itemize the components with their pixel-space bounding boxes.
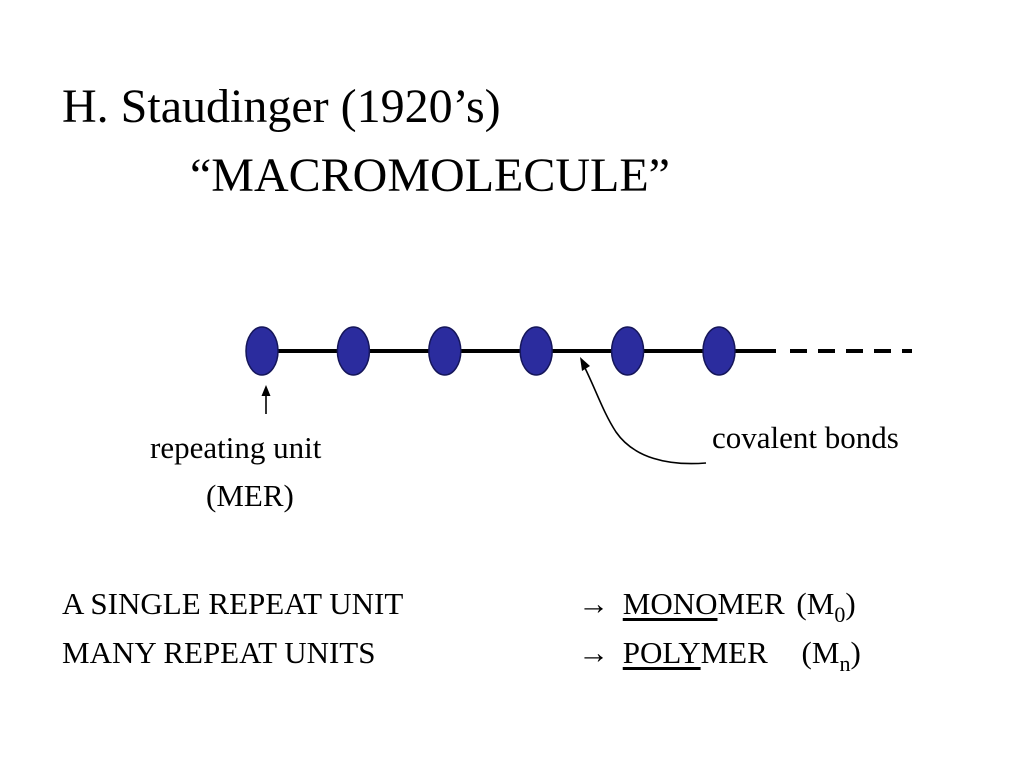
covalent-bonds-label: covalent bonds bbox=[712, 420, 899, 455]
polymer-definition: → POLYMER (Mn) bbox=[578, 634, 861, 683]
repeating-unit-arrow bbox=[261, 385, 271, 414]
covalent-bonds-arrow bbox=[580, 357, 707, 465]
slide-subtitle: “MACROMOLECULE” bbox=[190, 149, 670, 202]
many-repeat-units-text: MANY REPEAT UNITS bbox=[62, 635, 376, 670]
polymer-symbol: (Mn) bbox=[801, 635, 861, 676]
monomer-symbol: (M0) bbox=[796, 586, 856, 627]
monomer-definition: → MONOMER (M0) bbox=[578, 585, 856, 634]
mer-unit bbox=[702, 326, 736, 376]
arrow-icon: → bbox=[578, 586, 609, 621]
mer-label: (MER) bbox=[206, 478, 294, 513]
single-repeat-unit-text: A SINGLE REPEAT UNIT bbox=[62, 586, 404, 621]
mer-unit bbox=[428, 326, 462, 376]
monomer-prefix: MONO bbox=[622, 586, 718, 621]
mer-units bbox=[245, 326, 736, 376]
arrow-icon: → bbox=[578, 635, 609, 670]
repeating-unit-label: repeating unit bbox=[150, 430, 322, 465]
mer-unit bbox=[245, 326, 279, 376]
mer-unit bbox=[336, 326, 371, 376]
slide-title: H. Staudinger (1920’s) bbox=[62, 80, 501, 133]
mer-unit bbox=[610, 326, 645, 376]
polymer-prefix: POLY bbox=[622, 635, 701, 670]
monomer-suffix: MER bbox=[717, 586, 785, 621]
polymer-suffix: MER bbox=[700, 635, 768, 670]
mer-unit bbox=[519, 326, 553, 376]
